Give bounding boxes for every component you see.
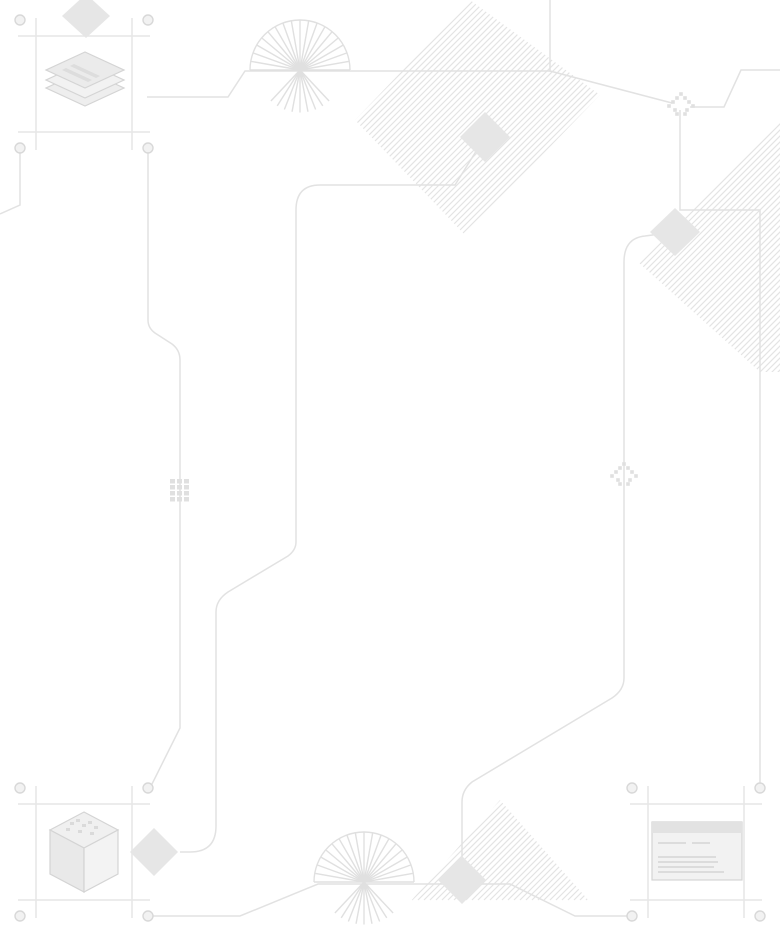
diamond-top-center xyxy=(460,112,510,162)
circuit-line-left-trace xyxy=(147,148,181,789)
circuit-line-top-c xyxy=(690,69,780,108)
hatch-band-top xyxy=(355,0,600,235)
stacked-layers-icon xyxy=(44,51,126,107)
circuit-line-top-a xyxy=(147,70,550,98)
diamond-right xyxy=(650,208,700,256)
terminal-node xyxy=(754,910,766,922)
circuit-line-bottom xyxy=(148,883,632,917)
circuit-line-right-trace xyxy=(461,231,676,878)
radial-fan-icon xyxy=(249,19,351,113)
circuit-line-right-vertical xyxy=(679,110,761,788)
document-icon xyxy=(651,821,743,881)
terminal-node xyxy=(626,782,638,794)
diamonds xyxy=(62,0,700,904)
terminal-node xyxy=(142,910,154,922)
cube-icon xyxy=(48,811,120,893)
hatch-band-right xyxy=(638,120,780,372)
crop-frame xyxy=(630,786,762,918)
circuit-line-top-b xyxy=(549,0,673,104)
terminal-node xyxy=(14,142,26,154)
crop-frames xyxy=(18,18,762,918)
hatch-band-bottom xyxy=(399,800,620,901)
dotted-arrow-icon xyxy=(610,462,638,486)
terminal-node xyxy=(14,910,26,922)
diamond-bottom-center xyxy=(438,856,486,904)
terminal-node xyxy=(14,14,26,26)
dotted-arrow-icons xyxy=(610,92,695,486)
circuit-line-center-trace xyxy=(180,136,486,853)
terminal-node xyxy=(142,142,154,154)
terminal-node xyxy=(626,910,638,922)
dotted-arrow-icon xyxy=(667,92,695,116)
diamond-bottom-left xyxy=(130,828,178,876)
terminal-node xyxy=(142,782,154,794)
terminal-node xyxy=(754,782,766,794)
radial-fan-icon xyxy=(313,831,415,925)
grid-dots-icon xyxy=(170,479,189,502)
terminal-nodes xyxy=(14,14,766,922)
terminal-node xyxy=(14,782,26,794)
circuit-line-left-edge xyxy=(0,148,21,215)
diamond-top-left xyxy=(62,0,110,38)
terminal-node xyxy=(142,14,154,26)
